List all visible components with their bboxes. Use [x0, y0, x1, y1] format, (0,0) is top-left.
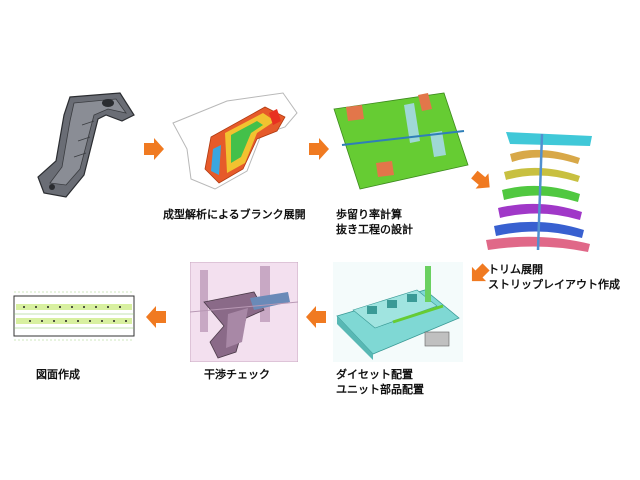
step-label-yield: 歩留り率計算 抜き工程の設計 — [336, 207, 413, 237]
arrow-down-left-icon — [468, 262, 490, 290]
interference-check-image — [190, 262, 298, 362]
step-label-strip-line2: ストリップレイアウト作成 — [488, 278, 620, 291]
step-label-yield-line1: 歩留り率計算 — [336, 208, 402, 221]
arrow-left-icon — [306, 306, 326, 332]
step-label-die: ダイセット配置 ユニット部品配置 — [336, 367, 424, 397]
die-set-image — [333, 262, 463, 362]
drawing-image — [10, 290, 138, 342]
step-label-strip: トリム展開 ストリップレイアウト作成 — [488, 262, 620, 292]
arrow-down-right-icon — [470, 170, 494, 196]
step-label-die-line2: ユニット部品配置 — [336, 383, 424, 396]
arrow-right-icon — [144, 138, 164, 164]
arrow-left-icon — [146, 306, 166, 332]
step-label-die-line1: ダイセット配置 — [336, 368, 413, 381]
strip-layout-image — [480, 128, 608, 253]
step-label-blank: 成型解析によるブランク展開 — [163, 208, 306, 221]
yield-design-image — [332, 85, 470, 195]
part-image — [22, 85, 140, 203]
step-label-interference: 干渉チェック — [204, 368, 270, 381]
step-label-strip-line1: トリム展開 — [488, 263, 543, 276]
step-label-drawing: 図面作成 — [36, 368, 80, 381]
arrow-right-icon — [309, 138, 329, 164]
blank-development-image — [165, 85, 305, 195]
step-label-yield-line2: 抜き工程の設計 — [336, 223, 413, 236]
